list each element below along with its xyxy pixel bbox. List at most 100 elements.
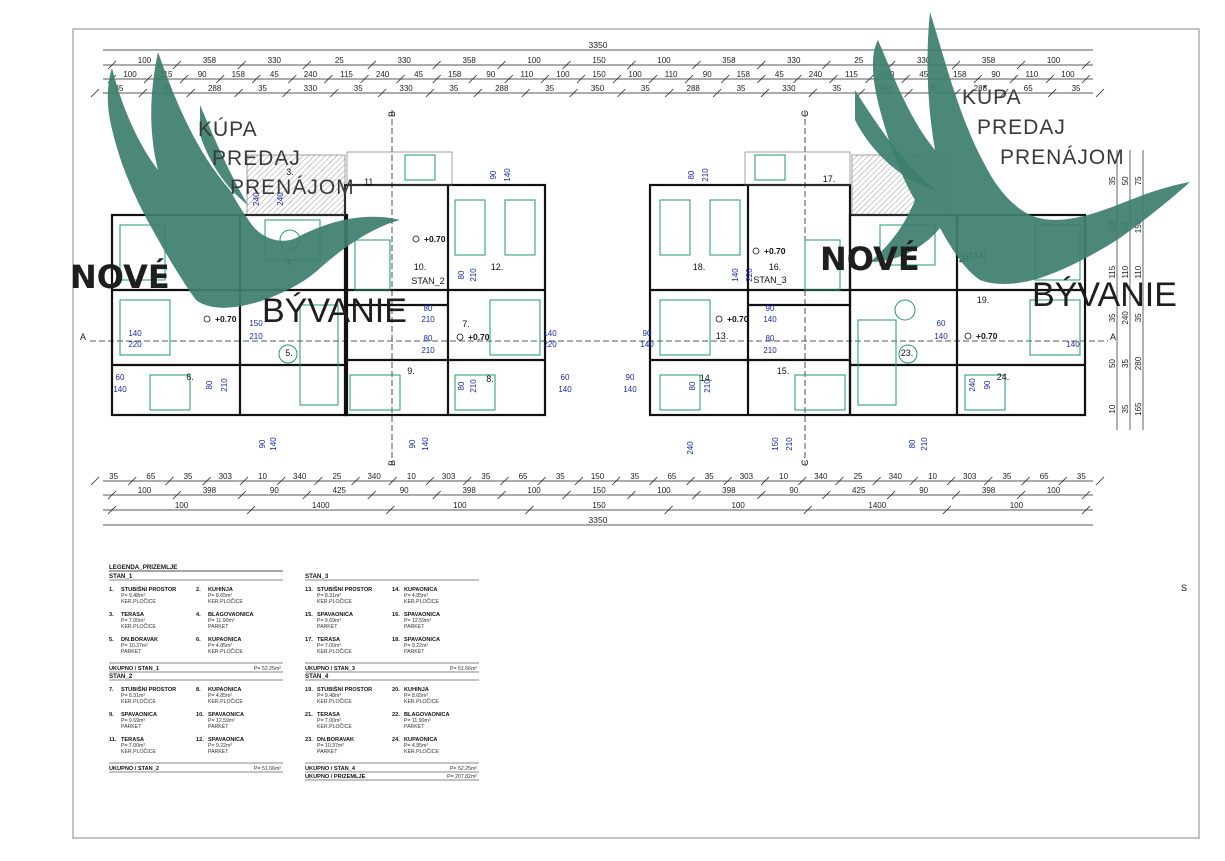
watermark-left: KÚPA PREDAJ PRENÁJOM NOVÉ BÝVANIE bbox=[70, 52, 407, 330]
dimension-tick bbox=[909, 476, 919, 486]
right-dimension-labels: 3511511535501050501102403535751501103528… bbox=[1108, 176, 1143, 416]
watermark-left-line2: PREDAJ bbox=[212, 147, 301, 170]
legend-item-area: P= 7.00m² bbox=[317, 643, 341, 649]
right-dimension-label: 280 bbox=[1134, 356, 1143, 370]
dimension-label: 158 bbox=[448, 70, 462, 79]
room-number: 23. bbox=[901, 348, 914, 358]
opening-dimension: 80 bbox=[687, 170, 696, 179]
room-number: 17. bbox=[823, 174, 836, 184]
level-value: +0.70 bbox=[976, 331, 998, 341]
legend-item-area: P= 4.85m² bbox=[208, 693, 232, 699]
dimension-tick bbox=[504, 74, 514, 84]
opening-dimension: 80 bbox=[205, 380, 214, 389]
dimension-tick bbox=[172, 60, 182, 70]
dimension-tick bbox=[797, 476, 807, 486]
room-number: 11. bbox=[364, 177, 376, 187]
dimension-tick bbox=[432, 74, 441, 84]
dimension-tick bbox=[803, 505, 812, 515]
dimension-tick bbox=[648, 74, 658, 84]
legend: LEGENDA_PRIZEMLJE STAN_11.STUBIŠNI PROST… bbox=[109, 564, 479, 781]
opening-dimension: 210 bbox=[421, 315, 435, 324]
legend-ground-total-value: P= 207.82m² bbox=[447, 774, 477, 780]
dimension-tick bbox=[396, 74, 405, 84]
dimension-label: 150 bbox=[592, 70, 606, 79]
opening-dimension: 220 bbox=[543, 340, 557, 349]
dimension-tick bbox=[1081, 490, 1091, 500]
dimension-label: 330 bbox=[917, 56, 931, 65]
legend-item-name: SPAVAONICA bbox=[208, 737, 244, 743]
legend-item-number: 10. bbox=[196, 712, 204, 718]
level-marker-icon bbox=[412, 235, 420, 243]
dimension-label: 10 bbox=[407, 472, 416, 481]
opening-dimension: 80 bbox=[908, 439, 917, 448]
dimension-label: 398 bbox=[722, 486, 736, 495]
dimension-tick bbox=[865, 74, 874, 84]
dimension-tick bbox=[821, 490, 831, 500]
legend-item-name: KUPAONICA bbox=[208, 637, 241, 643]
dimension-label: 100 bbox=[1047, 486, 1061, 495]
dimension-tick bbox=[627, 60, 636, 70]
bottom-total-dimension: 3350 bbox=[589, 515, 608, 525]
dimension-label: 90 bbox=[703, 70, 712, 79]
legend-ground-total-label: UKUPNO / PRIZEMLJE bbox=[305, 774, 366, 780]
dimension-tick bbox=[165, 476, 174, 486]
legend-item-area: P= 11.90m² bbox=[404, 718, 431, 724]
room-number: 6. bbox=[186, 372, 194, 382]
dimension-label: 303 bbox=[963, 472, 977, 481]
dimension-label: 35 bbox=[114, 84, 123, 93]
legend-item-area: P= 9.48m² bbox=[317, 693, 341, 699]
dimension-label: 25 bbox=[854, 56, 863, 65]
dimension-label: 330 bbox=[399, 84, 413, 93]
watermark-right: KÚPA PREDAJ PRENÁJOM NOVÉ BÝVANIE bbox=[820, 12, 1190, 314]
dimension-label: 10 bbox=[928, 472, 937, 481]
legend-item-floor: KER.PLOČICE bbox=[208, 698, 243, 705]
dimension-tick bbox=[1047, 88, 1057, 98]
dimension-label: 90 bbox=[486, 70, 495, 79]
dimension-tick bbox=[760, 476, 770, 486]
opening-dimension: 80 bbox=[766, 334, 775, 343]
dimension-tick bbox=[138, 88, 148, 98]
dimension-label: 330 bbox=[268, 56, 282, 65]
watermark-right-bold: NOVÉ bbox=[820, 240, 920, 278]
legend-item-number: 23. bbox=[305, 737, 313, 743]
legend-item-floor: PARKET bbox=[208, 724, 229, 730]
legend-item-floor: KER.PLOČICE bbox=[317, 598, 352, 605]
dimension-label: 340 bbox=[814, 472, 828, 481]
dimension-tick bbox=[525, 505, 534, 515]
legend-item-number: 14. bbox=[392, 587, 400, 593]
opening-dimension: 140 bbox=[503, 168, 512, 182]
room-number: 16. bbox=[769, 262, 782, 272]
opening-dimension: 210 bbox=[785, 437, 794, 451]
dimension-tick bbox=[901, 74, 910, 84]
legend-item-number: 1. bbox=[109, 587, 114, 593]
dimension-label: 330 bbox=[782, 84, 796, 93]
dimension-label: 115 bbox=[845, 70, 858, 79]
legend-item-floor: KER.PLOČICE bbox=[208, 598, 243, 605]
legend-item-number: 2. bbox=[196, 587, 201, 593]
dimension-tick bbox=[723, 476, 733, 486]
dimension-label: 1400 bbox=[312, 501, 330, 510]
room-number: 15. bbox=[777, 366, 790, 376]
dimension-tick bbox=[1000, 88, 1009, 98]
dimension-tick bbox=[684, 74, 694, 84]
dimension-tick bbox=[720, 74, 730, 84]
legend-total-value: P= 51.66m² bbox=[450, 666, 477, 672]
legend-item-number: 22. bbox=[392, 712, 400, 718]
dimension-label: 65 bbox=[1040, 472, 1049, 481]
dimension-label: 35 bbox=[481, 472, 490, 481]
dimension-label: 150 bbox=[592, 56, 606, 65]
dimension-tick bbox=[302, 490, 312, 500]
legend-item-number: 4. bbox=[196, 612, 201, 618]
dimension-label: 1400 bbox=[868, 501, 886, 510]
right-dimension-label: 165 bbox=[1134, 402, 1143, 416]
dimension-label: 288 bbox=[687, 84, 701, 93]
dimension-tick bbox=[500, 476, 509, 486]
top-dimension-row-2: 1001159015845240115240451589011010015010… bbox=[107, 70, 1091, 84]
dimension-label: 35 bbox=[545, 84, 554, 93]
watermark-left-line3: PRENÁJOM bbox=[230, 176, 355, 199]
dimension-tick bbox=[246, 505, 256, 515]
level-markers: +0.70+0.70+0.70+0.70+0.70+0.70 bbox=[203, 234, 998, 342]
dimension-label: 358 bbox=[982, 56, 996, 65]
legend-item-name: KUHINJA bbox=[208, 587, 233, 593]
